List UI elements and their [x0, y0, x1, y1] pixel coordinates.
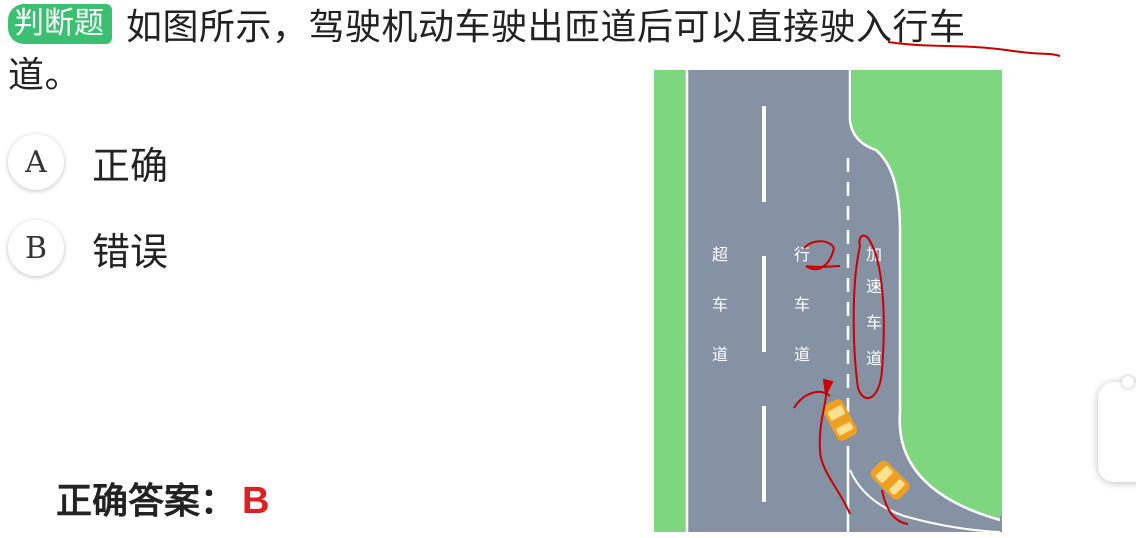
option-a[interactable]: A 正确 — [8, 134, 168, 190]
option-b-letter[interactable]: B — [8, 220, 64, 276]
ramp-inner-curve — [849, 469, 1001, 532]
question-line-1: 判断题 如图所示，驾驶机动车驶出匝道后可以直接驶入行车 — [8, 2, 966, 48]
road-diagram: 超 车 道 行 车 道 加 速 车 道 — [654, 70, 1002, 532]
right-lane-char-4: 道 — [866, 349, 882, 368]
left-lane-char-1: 超 — [712, 245, 728, 264]
option-a-label[interactable]: 正确 — [92, 143, 169, 188]
middle-lane-char-2: 车 — [794, 295, 810, 314]
car-upper — [823, 399, 857, 441]
main-road — [686, 70, 852, 532]
car-lower — [870, 460, 910, 500]
ramp-edge-line — [848, 70, 1001, 522]
question-text-line-2: 道。 — [8, 55, 82, 96]
correct-answer: 正确答案：B — [56, 472, 269, 524]
floating-side-knob[interactable] — [1122, 376, 1134, 388]
correct-answer-label: 正确答案： — [56, 481, 237, 522]
right-lane-char-2: 速 — [866, 277, 882, 296]
handwritten-annotations — [793, 234, 909, 525]
middle-lane-char-1: 行 — [794, 245, 810, 264]
question-type-badge: 判断题 — [8, 4, 112, 44]
handwritten-underline — [887, 41, 1061, 57]
middle-lane-char-3: 道 — [794, 345, 810, 364]
option-b[interactable]: B 错误 — [8, 220, 168, 276]
ramp-lane — [850, 70, 1000, 532]
right-lane-char-3: 车 — [866, 313, 882, 332]
correct-answer-value: B — [242, 480, 270, 522]
question-text-line-1: 如图所示，驾驶机动车驶出匝道后可以直接驶入行车 — [126, 7, 966, 48]
left-lane-char-3: 道 — [712, 345, 728, 364]
option-a-letter[interactable]: A — [8, 134, 64, 190]
left-lane-char-2: 车 — [712, 295, 728, 314]
option-b-label[interactable]: 错误 — [92, 229, 169, 274]
floating-side-button[interactable] — [1098, 382, 1136, 482]
